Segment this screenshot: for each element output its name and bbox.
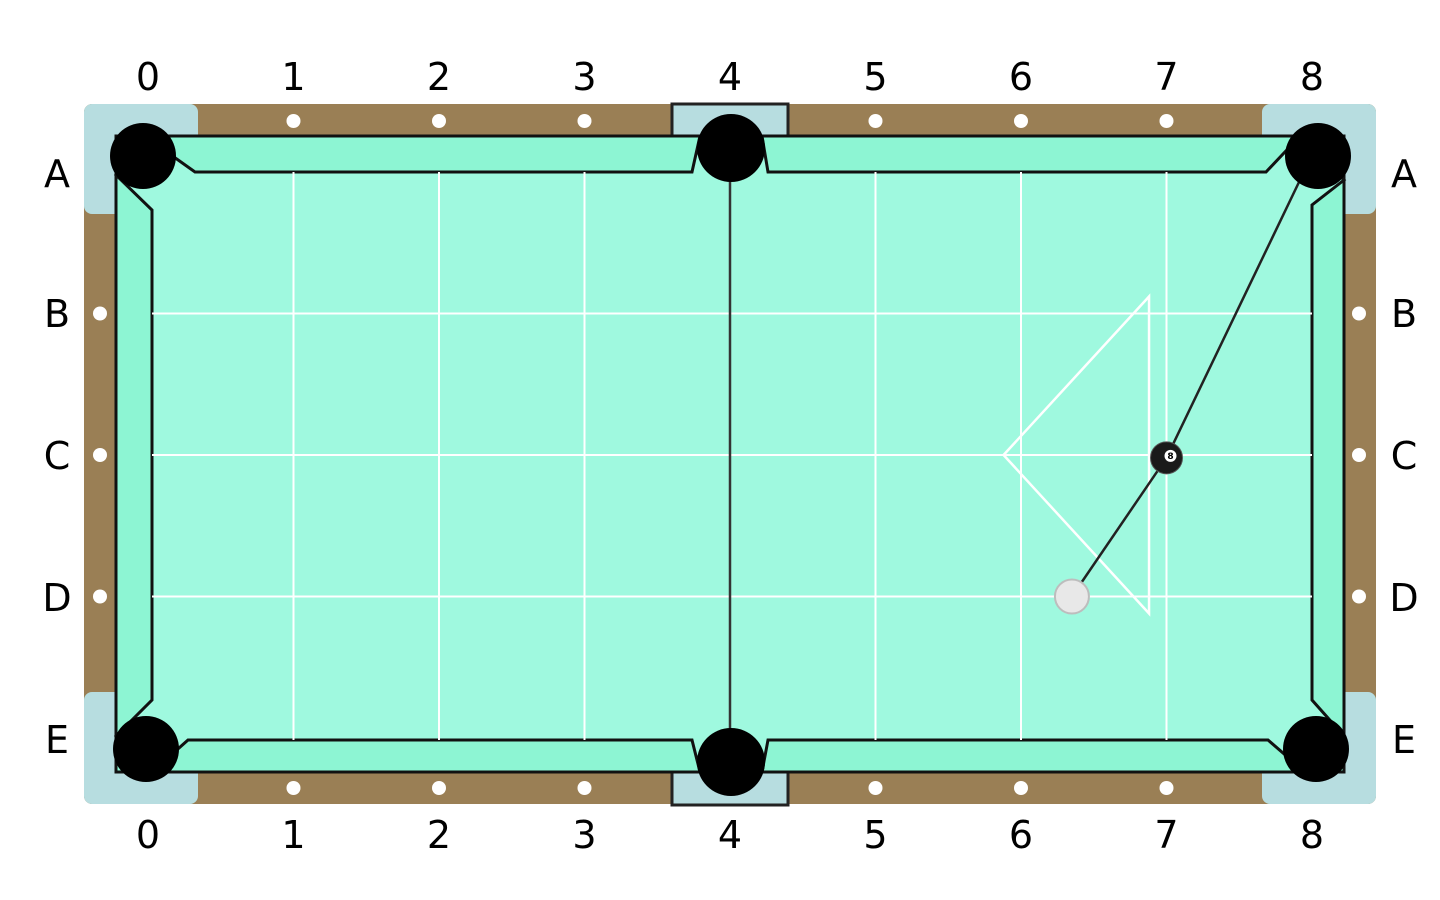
- diamond-top-7: [1159, 114, 1174, 128]
- row-label-left-B: B: [44, 292, 70, 336]
- diamond-left-D: [93, 589, 107, 604]
- row-label-right-A: A: [1391, 152, 1417, 196]
- diamond-bottom-7: [1159, 781, 1174, 795]
- col-label-bottom-0: 0: [136, 813, 160, 857]
- col-label-bottom-4: 4: [718, 813, 742, 857]
- rack-triangle: [1001, 293, 1151, 617]
- eight-to-pocket-line: [1165, 179, 1302, 459]
- row-label-left-E: E: [45, 718, 69, 762]
- pocket-top-center: [697, 114, 765, 182]
- diamond-top-2: [432, 114, 446, 128]
- column-labels: 0 0 1 1 2 2 3 3 4 4 5 5 6 6 7 7 8 8: [136, 55, 1324, 857]
- eight-ball-label: 8: [1167, 452, 1173, 462]
- col-label-bottom-1: 1: [281, 813, 305, 857]
- pocket-top-left: [110, 123, 176, 189]
- col-label-top-5: 5: [863, 55, 887, 99]
- pocket-bottom-left: [113, 716, 179, 782]
- col-label-bottom-6: 6: [1009, 813, 1033, 857]
- diamond-left-B: [93, 306, 107, 321]
- diamond-right-B: [1352, 306, 1366, 321]
- col-label-bottom-8: 8: [1300, 813, 1324, 857]
- pocket-bottom-center: [697, 728, 765, 796]
- row-label-right-E: E: [1392, 718, 1416, 762]
- eight-ball-spot: [1164, 449, 1177, 462]
- diamond-top-3: [577, 114, 592, 128]
- pocket-bottom-right: [1283, 716, 1349, 782]
- col-label-bottom-3: 3: [572, 813, 596, 857]
- eight-ball: 8: [1150, 441, 1183, 475]
- col-label-top-2: 2: [427, 55, 451, 99]
- col-label-top-1: 1: [281, 55, 305, 99]
- row-label-right-C: C: [1391, 434, 1418, 478]
- diamond-bottom-1: [286, 781, 301, 795]
- diamond-top-6: [1014, 114, 1028, 128]
- col-label-top-3: 3: [572, 55, 596, 99]
- pocket-top-right: [1285, 123, 1351, 189]
- col-label-bottom-2: 2: [427, 813, 451, 857]
- row-labels: A A B B C C D D E E: [42, 152, 1418, 762]
- diamond-bottom-3: [577, 781, 592, 795]
- row-label-left-C: C: [44, 434, 71, 478]
- diamond-left-C: [93, 448, 107, 462]
- col-label-bottom-5: 5: [863, 813, 887, 857]
- col-label-top-6: 6: [1009, 55, 1033, 99]
- cue-ball: [1053, 578, 1090, 615]
- row-label-left-D: D: [42, 576, 71, 620]
- diamond-right-C: [1352, 448, 1366, 462]
- diamond-bottom-5: [868, 781, 883, 795]
- diamond-top-1: [286, 114, 301, 128]
- cue-to-eight-line: [1070, 457, 1168, 598]
- diamond-bottom-6: [1014, 781, 1028, 795]
- cue-ball-body: [1053, 578, 1090, 615]
- diamond-bottom-2: [432, 781, 446, 795]
- row-label-right-D: D: [1389, 576, 1418, 620]
- col-label-top-4: 4: [718, 55, 742, 99]
- diamond-right-D: [1352, 589, 1366, 604]
- col-label-bottom-7: 7: [1154, 813, 1178, 857]
- row-label-right-B: B: [1391, 292, 1417, 336]
- col-label-top-8: 8: [1300, 55, 1324, 99]
- col-label-top-0: 0: [136, 55, 160, 99]
- row-label-left-A: A: [44, 152, 70, 196]
- rail-diamonds: [93, 114, 1366, 795]
- diamond-top-5: [868, 114, 883, 128]
- col-label-top-7: 7: [1154, 55, 1178, 99]
